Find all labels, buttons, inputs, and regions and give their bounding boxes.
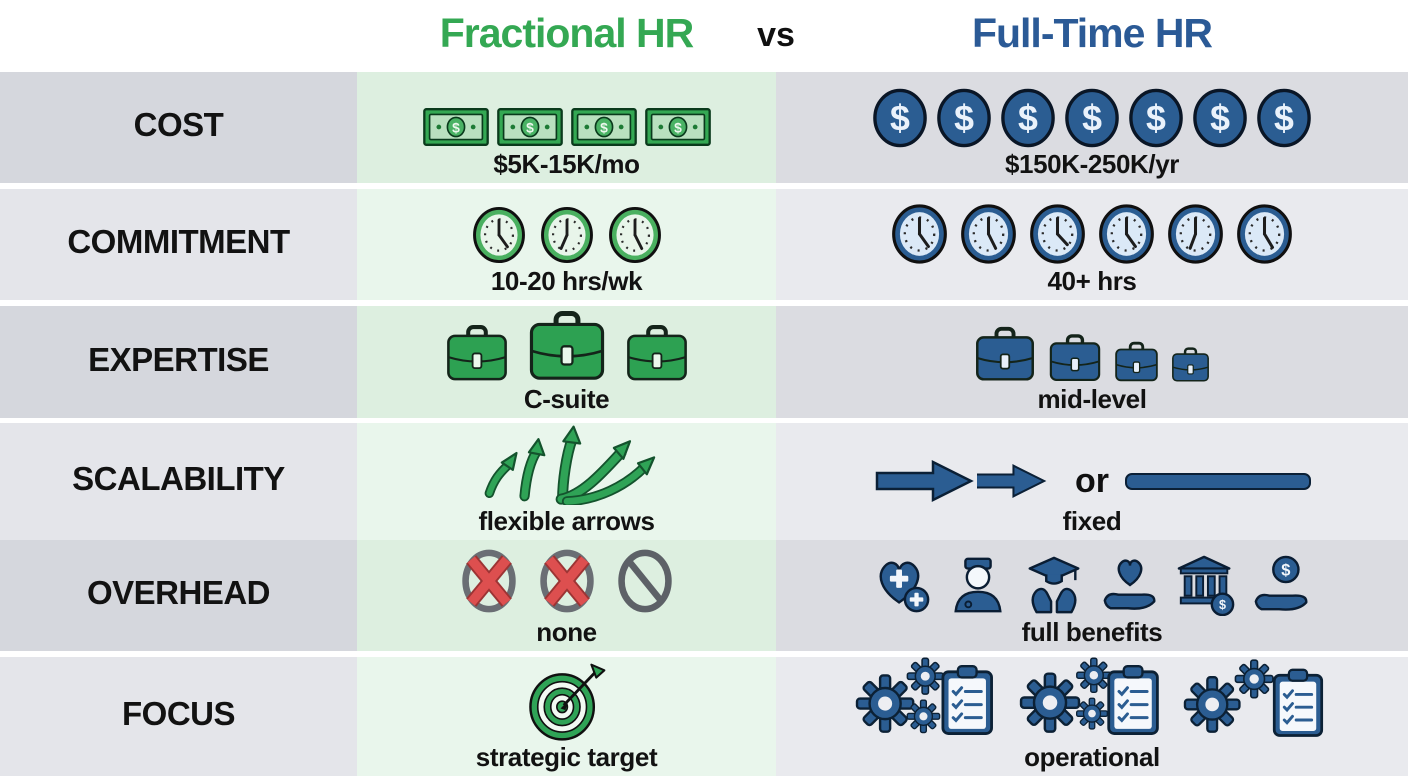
- crossed-out-circles-icon: [450, 546, 684, 616]
- dollar-coin-icons: [868, 88, 1316, 148]
- fulltime-scalability-caption: fixed: [1062, 506, 1122, 536]
- medical-staff-icon: [954, 557, 1002, 613]
- care-benefit-icon: [1103, 559, 1156, 610]
- dollar-coin-icon: [936, 88, 992, 148]
- fractional-overhead-caption: none: [536, 616, 597, 647]
- row-scalability: SCALABILITY: [0, 423, 1408, 541]
- fractional-cost-caption: $5K-15K/mo: [493, 148, 640, 179]
- briefcase-icon: [1170, 345, 1211, 383]
- briefcase-icon: [526, 306, 608, 383]
- clock-icon: [960, 203, 1017, 265]
- svg-text:$: $: [1281, 561, 1290, 579]
- vs-label: vs: [757, 16, 795, 54]
- gears-checklist-icon: [1183, 658, 1324, 737]
- retirement-benefit-icon: $: [1177, 555, 1235, 616]
- clock-icon: [540, 205, 594, 265]
- row-expertise: EXPERTISE C-suite mid-level: [0, 306, 1408, 419]
- target-icon-wrap: [520, 663, 614, 741]
- dollar-coin-icon: [1000, 88, 1056, 148]
- briefcase-icon: [973, 323, 1037, 383]
- gears-checklist-icon: [1019, 657, 1159, 736]
- clock-icon: [1029, 203, 1086, 265]
- target-icon: [528, 663, 605, 741]
- fractional-hr-title: Fractional HR: [439, 10, 695, 56]
- money-bill-icon: [571, 106, 637, 148]
- green-briefcase-icons: [436, 306, 698, 383]
- briefcase-icon: [444, 321, 510, 383]
- flat-line-icon: [1125, 472, 1311, 490]
- row-label-commitment: COMMITMENT: [67, 223, 290, 260]
- benefits-icons: $ $: [864, 554, 1320, 616]
- or-label: or: [1075, 461, 1109, 500]
- fulltime-focus-caption: operational: [1024, 742, 1160, 772]
- clock-icon: [1098, 203, 1155, 265]
- fulltime-cost-caption: $150K-250K/yr: [1004, 148, 1180, 179]
- row-label-cost: COST: [133, 106, 224, 143]
- fractional-expertise-caption: C-suite: [523, 384, 610, 414]
- green-clock-icons: [465, 205, 669, 265]
- row-label-focus: FOCUS: [122, 695, 236, 733]
- gears-checklist-icon: [855, 657, 994, 736]
- no-sign-icon: [615, 546, 675, 616]
- dollar-coin-icon: [1192, 88, 1248, 148]
- red-x-circle-icon: [459, 546, 519, 616]
- right-arrows-and-line-icon: or: [873, 457, 1311, 505]
- right-arrow-icon: [977, 459, 1059, 503]
- clock-icon: [608, 205, 662, 265]
- fulltime-commitment-caption: 40+ hrs: [1047, 265, 1137, 296]
- fulltime-overhead-caption: full benefits: [1021, 616, 1163, 647]
- row-cost: COST $5K-15K/mo $150K-250K/yr: [0, 72, 1408, 183]
- dollar-coin-icon: [872, 88, 928, 148]
- money-bill-icons: [419, 106, 715, 148]
- health-insurance-icon: [879, 561, 930, 613]
- row-overhead: OVERHEAD none: [0, 540, 1408, 651]
- svg-text:$: $: [1219, 598, 1226, 612]
- right-arrow-icon: [873, 457, 977, 505]
- briefcase-icon: [1113, 339, 1160, 383]
- row-label-expertise: EXPERTISE: [88, 340, 269, 378]
- growth-arrows-icon: [449, 423, 685, 505]
- money-bill-icon: [645, 106, 711, 148]
- row-label-scalability: SCALABILITY: [72, 460, 285, 498]
- fractional-scalability-caption: flexible arrows: [478, 506, 655, 536]
- education-benefit-icon: [1028, 556, 1080, 614]
- blue-clock-icons: [885, 203, 1299, 265]
- dollar-coin-icon: [1064, 88, 1120, 148]
- clock-icon: [472, 205, 526, 265]
- fulltime-expertise-caption: mid-level: [1037, 384, 1147, 414]
- row-commitment: COMMITMENT 10-20 hrs/wk 40+ hrs: [0, 189, 1408, 300]
- clock-icon: [1167, 203, 1224, 265]
- money-bill-icon: [497, 106, 563, 148]
- row-focus: FOCUS strategic target: [0, 657, 1408, 776]
- briefcase-icon: [1047, 331, 1103, 383]
- red-x-circle-icon: [537, 546, 597, 616]
- clock-icon: [1236, 203, 1293, 265]
- growth-arrows-icon: [484, 425, 655, 505]
- fractional-commitment-caption: 10-20 hrs/wk: [490, 265, 643, 296]
- dollar-coin-icon: [1256, 88, 1312, 148]
- clock-icon: [891, 203, 948, 265]
- fractional-focus-caption: strategic target: [475, 742, 658, 772]
- blue-briefcase-icons: [968, 323, 1216, 383]
- compensation-benefit-icon: $: [1254, 555, 1308, 611]
- briefcase-icon: [624, 321, 690, 383]
- full-time-hr-title: Full-Time HR: [971, 10, 1213, 56]
- money-bill-icon: [423, 106, 489, 148]
- dollar-coin-icon: [1128, 88, 1184, 148]
- gears-checklist-icons: [846, 657, 1338, 741]
- comparison-header: Fractional HR vs Full-Time HR: [0, 0, 1408, 72]
- row-label-overhead: OVERHEAD: [86, 574, 271, 611]
